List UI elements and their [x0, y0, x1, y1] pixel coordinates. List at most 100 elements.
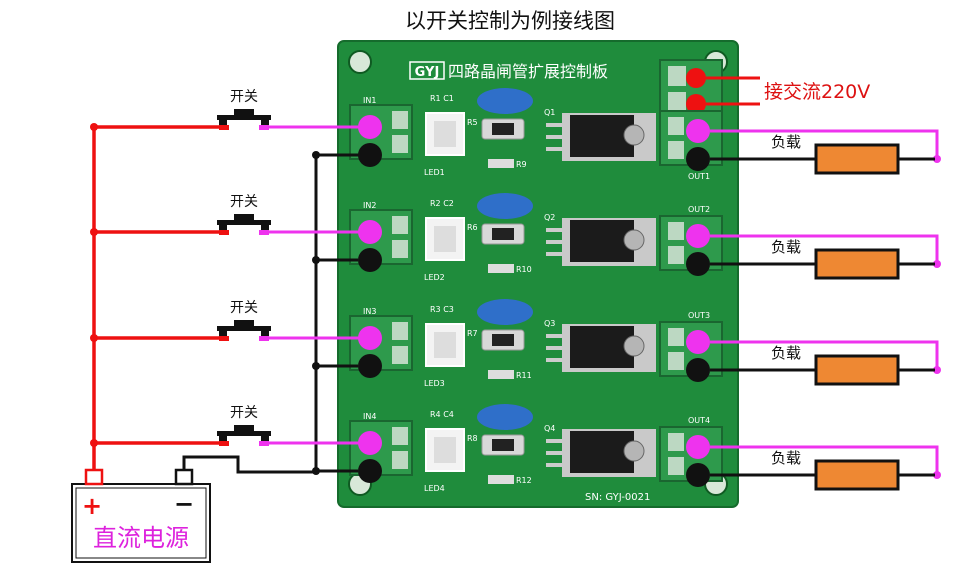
- switch-button: [234, 425, 254, 432]
- ac-terminal-screw-2: [668, 92, 686, 112]
- power-body-inner: [75, 487, 207, 559]
- output-terminal-screw: [668, 457, 684, 475]
- switch-magenta-pin: [259, 230, 269, 235]
- switch-magenta-pin: [259, 336, 269, 341]
- power-positive-terminal: [84, 468, 104, 486]
- output-live-wire: [710, 129, 939, 159]
- load-label: 负载: [771, 133, 801, 151]
- resistor-body: [492, 439, 514, 451]
- transistor-lead: [546, 228, 562, 232]
- load-resistor: [814, 248, 900, 280]
- switch-button: [234, 320, 254, 327]
- output-load-dot: [686, 147, 710, 171]
- positive-bus-wire: [92, 125, 228, 470]
- ac-terminal-dot-1: [686, 68, 706, 88]
- rc-label: R3 C3: [430, 305, 454, 314]
- switch-contact: [261, 224, 269, 233]
- output-terminal-screw: [668, 433, 684, 451]
- heatsink-screw: [623, 440, 645, 462]
- input-terminal-screw: [392, 346, 408, 364]
- switch-button: [234, 109, 254, 116]
- load-resistor: [814, 143, 900, 175]
- output-live-dot: [686, 119, 710, 143]
- transistor-lead: [546, 463, 562, 467]
- bottom-resistor-label: R10: [516, 265, 532, 274]
- output-terminal-screw: [668, 328, 684, 346]
- switch-contact: [219, 119, 227, 128]
- power-label: 直流电源: [93, 524, 189, 552]
- input-terminal-screw: [392, 427, 408, 445]
- switch-4: 开关: [217, 405, 271, 446]
- capacitor: [477, 193, 533, 219]
- bottom-resistor-label: R9: [516, 160, 527, 169]
- transistor-body: [570, 326, 634, 368]
- led-label: LED2: [424, 273, 445, 282]
- input-label: IN1: [363, 96, 376, 105]
- dc-power-supply: + − 直流电源: [71, 468, 211, 563]
- switch-actuator-bar: [217, 115, 271, 120]
- power-minus-sign: −: [174, 490, 194, 518]
- optocoupler-chip: [434, 226, 456, 252]
- input-ground-dot: [358, 143, 382, 167]
- power-negative-terminal: [174, 468, 194, 486]
- load-resistor: [814, 354, 900, 386]
- board-name: 四路晶闸管扩展控制板: [448, 62, 608, 81]
- heatsink-screw: [623, 335, 645, 357]
- output-live-junction: [933, 366, 941, 374]
- output-live-dot: [686, 435, 710, 459]
- input-terminal-screw: [392, 451, 408, 469]
- switch-contact: [219, 224, 227, 233]
- transistor-lead: [546, 147, 562, 151]
- positive-junction: [90, 334, 98, 342]
- switch-magenta-pin: [259, 125, 269, 130]
- mounting-hole-tl: [348, 50, 372, 74]
- transistor-body: [570, 220, 634, 262]
- board-logo-box: [409, 61, 445, 80]
- input-positive-dot: [358, 115, 382, 139]
- output-live-junction: [933, 260, 941, 268]
- switch-actuator-bar: [217, 220, 271, 225]
- transistor-label: Q4: [544, 424, 555, 433]
- load-label: 负载: [771, 238, 801, 256]
- input-ground-dot: [358, 248, 382, 272]
- ac-terminal-dot-2: [686, 94, 706, 114]
- ac-terminal-screw-1: [668, 66, 686, 86]
- output-terminal-screw: [668, 117, 684, 135]
- positive-junction: [90, 228, 98, 236]
- capacitor: [477, 299, 533, 325]
- rc-label: R1 C1: [430, 94, 454, 103]
- output-terminal-screw: [668, 352, 684, 370]
- ground-junction: [312, 467, 320, 475]
- output-terminal-screw: [668, 141, 684, 159]
- positive-junction: [90, 123, 98, 131]
- optocoupler: [425, 112, 465, 156]
- side-resistor-label: R8: [467, 434, 478, 443]
- output-label: OUT4: [688, 416, 710, 425]
- transistor-label: Q2: [544, 213, 555, 222]
- input-terminal-screw: [392, 240, 408, 258]
- bottom-resistor: [488, 264, 514, 273]
- transistor-label: Q1: [544, 108, 555, 117]
- output-terminal-screw: [668, 222, 684, 240]
- output-label: OUT2: [688, 205, 710, 214]
- input-positive-dot: [358, 431, 382, 455]
- load-label: 负载: [771, 449, 801, 467]
- load-label: 负载: [771, 344, 801, 362]
- output-live-wire: [710, 445, 939, 475]
- switch-red-pin: [219, 125, 229, 130]
- input-label: IN2: [363, 201, 376, 210]
- switch-1: 开关: [217, 89, 271, 130]
- input-positive-dot: [358, 220, 382, 244]
- output-load-dot: [686, 358, 710, 382]
- power-plus-sign: +: [82, 492, 102, 520]
- heatsink-screw: [623, 124, 645, 146]
- output-live-dot: [686, 224, 710, 248]
- diagram-title: 以开关控制为例接线图: [405, 9, 615, 33]
- side-resistor-label: R5: [467, 118, 478, 127]
- bottom-resistor: [488, 159, 514, 168]
- switch-red-pin: [219, 230, 229, 235]
- transistor-lead: [546, 346, 562, 350]
